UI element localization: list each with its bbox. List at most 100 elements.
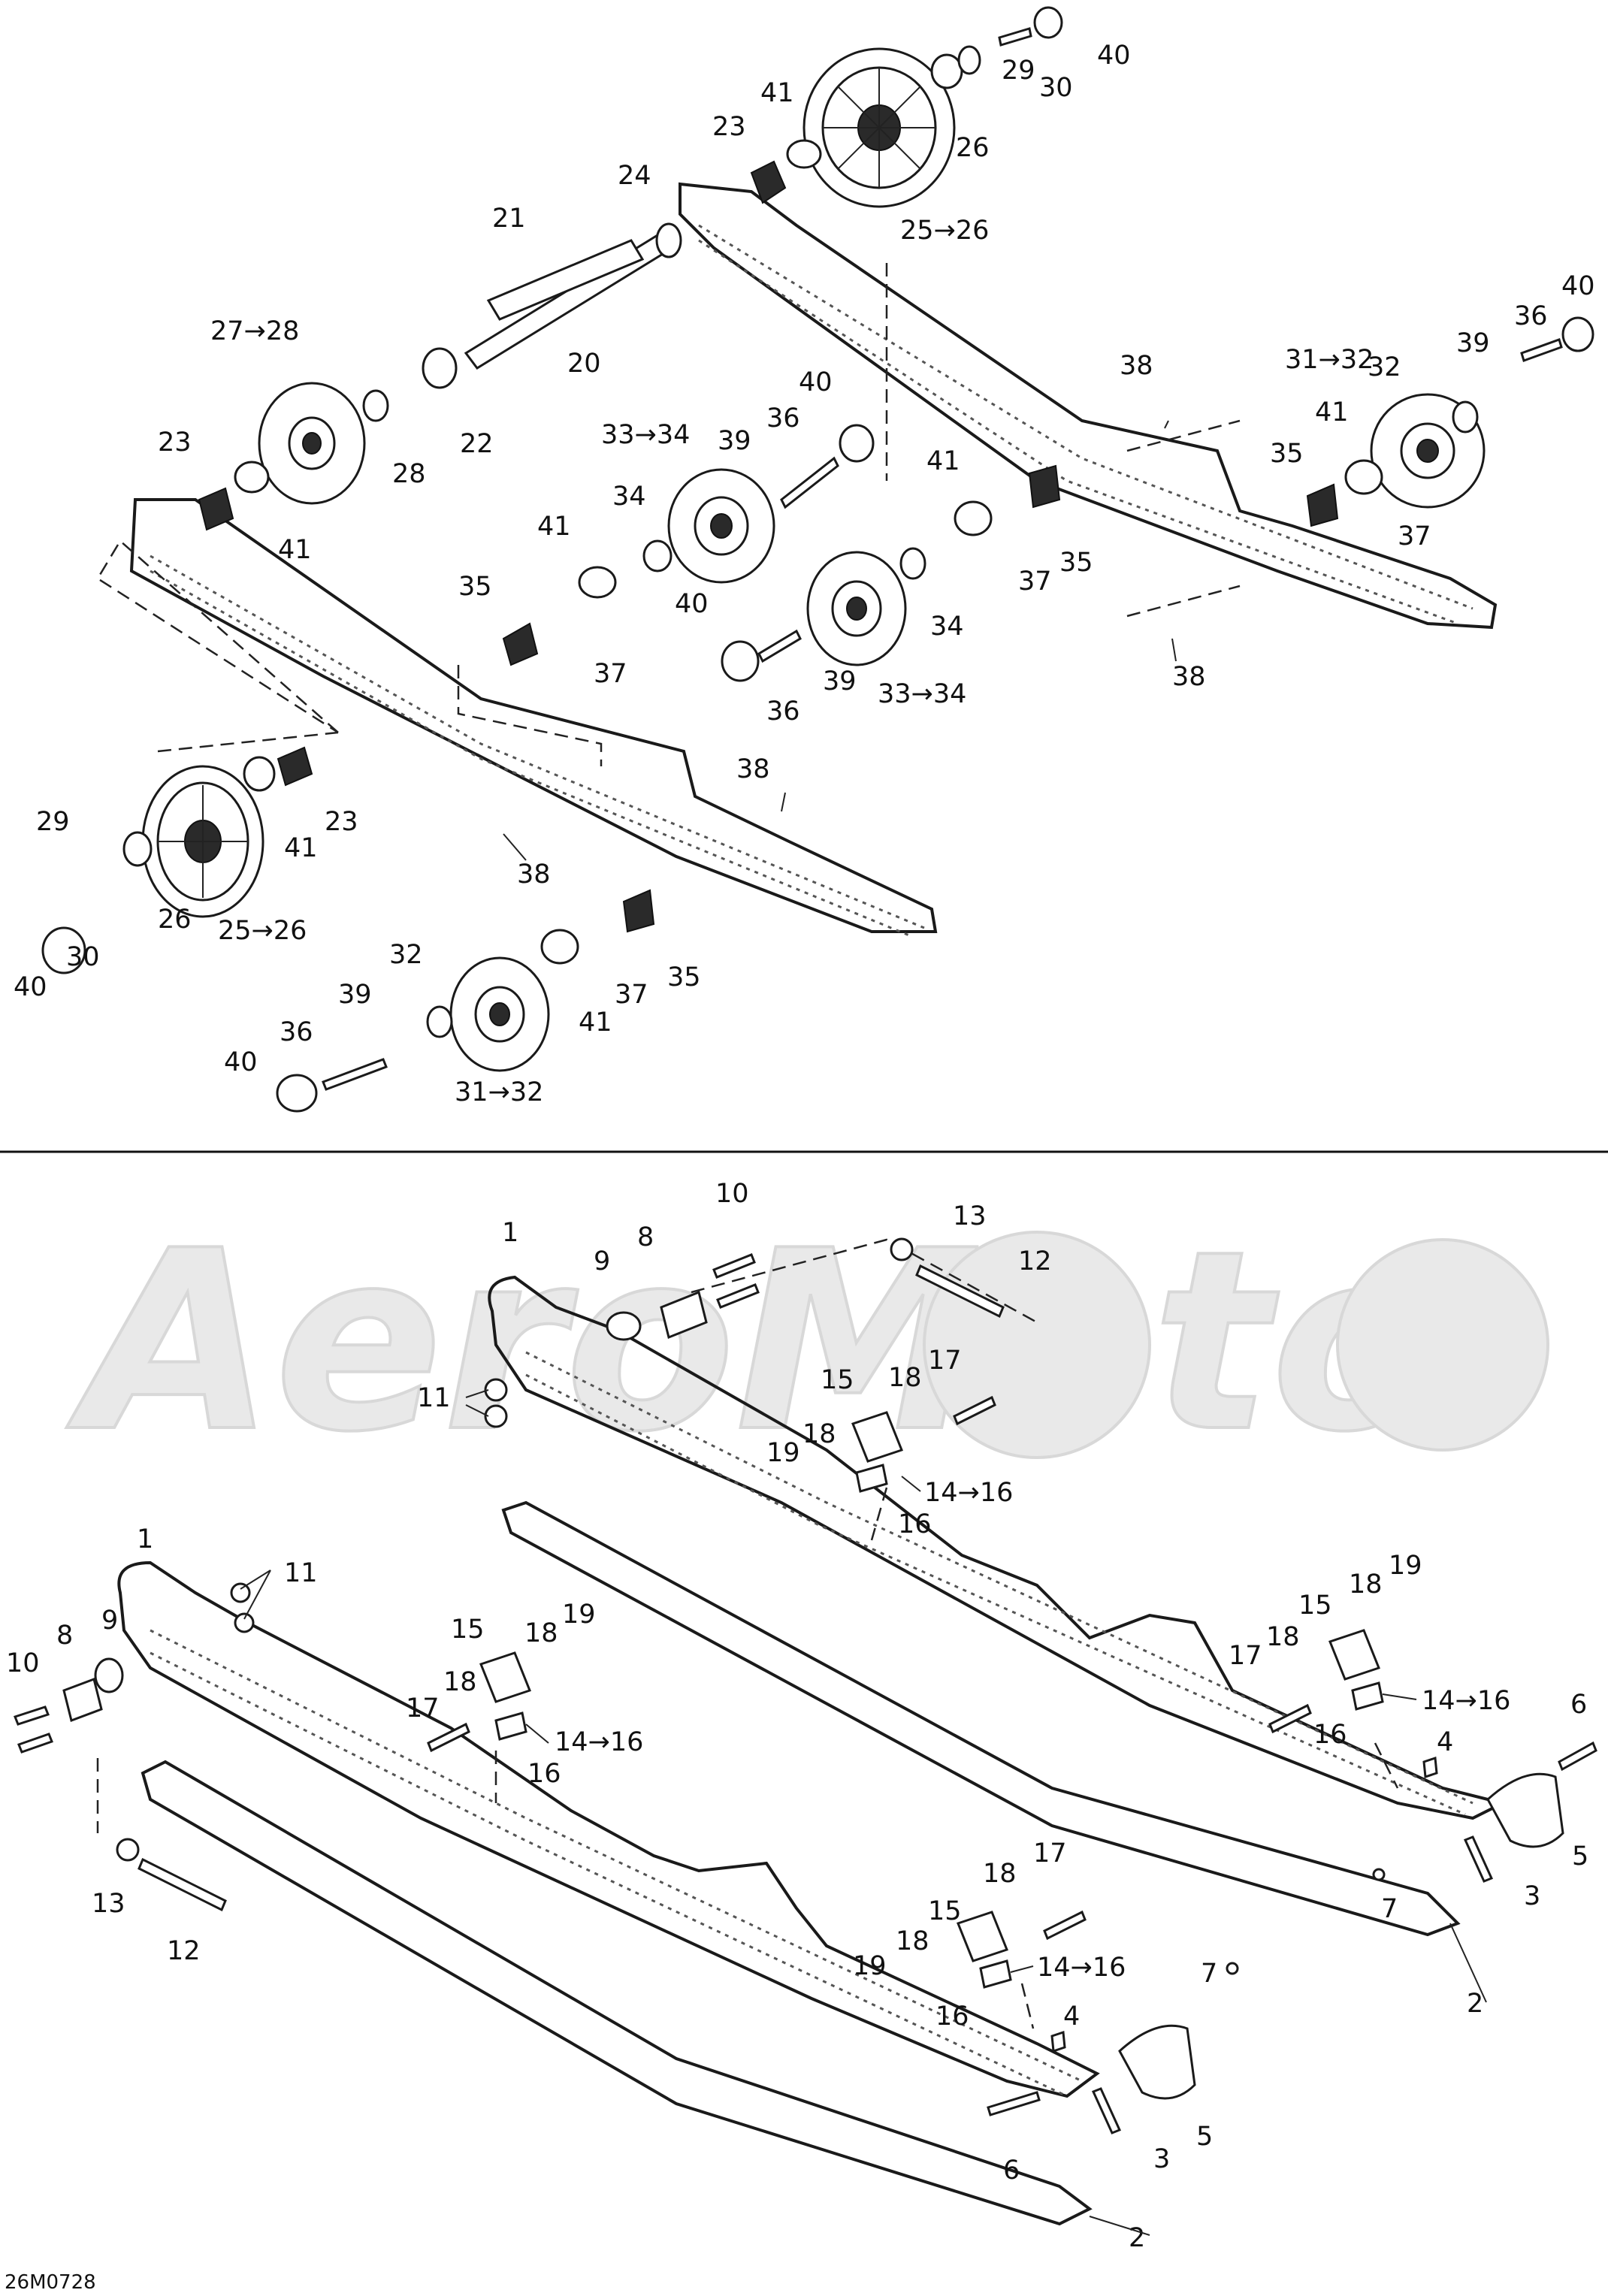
callout: 18: [524, 1618, 558, 1648]
callout: 17: [406, 1693, 440, 1724]
callout: 40: [799, 367, 833, 397]
callout: 35: [1270, 439, 1304, 469]
callout: 12: [1018, 1246, 1052, 1276]
cap-40-lower-left: [41, 926, 86, 974]
washer-41-center: [578, 566, 617, 599]
bearing-34-center: [642, 539, 673, 572]
callout: 16: [1313, 1720, 1347, 1750]
callout: 14→16: [1037, 1953, 1126, 1983]
bolt-36-center: [780, 456, 839, 509]
callout: 36: [280, 1017, 313, 1047]
callout: 36: [766, 696, 800, 727]
watermark-text: AeroMoto: [63, 1198, 1441, 1486]
callout: 7: [1201, 1959, 1217, 1989]
end-block-5-lower: [1118, 2024, 1196, 2100]
rivet-7-upper: [1372, 1868, 1386, 1881]
callout: 14→16: [924, 1478, 1013, 1508]
callout: 2: [1467, 1989, 1483, 2019]
bracket-35-bottom: [622, 889, 655, 933]
callout: 36: [1514, 301, 1548, 331]
bolt-36-lower: [757, 629, 802, 663]
bolt-10-upper-a: [712, 1253, 756, 1279]
callout: 14→16: [1422, 1686, 1510, 1716]
block-15-b: [479, 1651, 531, 1703]
callout: 1: [502, 1218, 518, 1248]
tube-21: [486, 239, 645, 321]
block-15-c: [1328, 1629, 1380, 1681]
axle-end-23-lower: [277, 746, 313, 787]
callout: 6: [1003, 2156, 1020, 2186]
callout: 10: [6, 1648, 40, 1678]
bracket-35-right: [1306, 483, 1339, 527]
callout: 17: [928, 1346, 962, 1376]
callout: 8: [637, 1222, 654, 1252]
nut-11-upper-a: [484, 1378, 508, 1402]
callout: 17: [1033, 1838, 1067, 1869]
callout: 13: [953, 1201, 987, 1231]
callout: 39: [338, 980, 372, 1010]
callout: 38: [1172, 662, 1206, 692]
cap-40-right: [1561, 316, 1594, 352]
bearing-26-top: [930, 53, 963, 89]
callout: 37: [594, 659, 627, 689]
spacer-9-lower: [94, 1657, 124, 1693]
callout: 38: [517, 859, 551, 890]
callout: 23: [712, 112, 746, 142]
cap-40-bottom: [276, 1074, 318, 1113]
callout: 18: [896, 1926, 929, 1956]
screw-17-a: [953, 1395, 996, 1426]
callout: 4: [1063, 2001, 1080, 2032]
callout: 18: [1349, 1569, 1383, 1600]
wheel-27: [258, 382, 366, 505]
upper-parts: [41, 6, 1594, 1113]
callout: 18: [983, 1859, 1017, 1889]
cap-40-center: [839, 424, 875, 463]
bolt-12-lower: [138, 1857, 227, 1912]
callout: 9: [594, 1246, 610, 1276]
nut-13-upper: [890, 1237, 914, 1261]
callout: 16: [898, 1509, 932, 1539]
washer-41-lower-left: [243, 756, 276, 792]
callout: 12: [167, 1936, 201, 1966]
bolt-12-upper: [915, 1264, 1005, 1319]
wheel-25-top: [802, 47, 956, 208]
callout: 8: [56, 1621, 73, 1651]
callout: 41: [537, 512, 571, 542]
washer-41-left: [234, 461, 270, 494]
callout: 14→16: [555, 1727, 643, 1757]
screw-17-d: [1043, 1910, 1087, 1941]
callout: 34: [930, 612, 964, 642]
rivet-7-lower: [1226, 1962, 1239, 1975]
callout: 38: [1120, 351, 1153, 381]
callout: 16: [527, 1759, 561, 1789]
bolt-10-lower-b: [17, 1733, 53, 1754]
callout: 28: [392, 459, 426, 489]
callout: 25→26: [218, 916, 307, 946]
bearing-32-right: [1452, 400, 1479, 434]
callout: 5: [1196, 2122, 1213, 2152]
nut-11-upper-b: [484, 1404, 508, 1428]
end-block-5-upper: [1486, 1772, 1564, 1848]
callout: 26: [158, 905, 192, 935]
callout: 30: [1039, 73, 1073, 103]
callouts-lower: 10 13 12 1 9 8 11 17 18 15 18 19 14→16 1…: [6, 1179, 1588, 2253]
callout: 9: [101, 1606, 118, 1636]
callout: 15: [821, 1365, 854, 1395]
watermark-wheel-right: [1336, 1238, 1549, 1452]
callout: 37: [1398, 521, 1431, 551]
callout: 2: [1129, 2223, 1145, 2253]
callout: 35: [667, 962, 701, 992]
nut-11-lower-b: [234, 1612, 255, 1633]
circlip-29-top: [957, 45, 981, 75]
callout: 15: [451, 1615, 485, 1645]
bracket-35-left: [502, 622, 539, 666]
callout: 13: [92, 1889, 125, 1919]
callout: 31→32: [1285, 345, 1374, 375]
aeromoto-watermark: AeroMoto: [62, 1196, 1549, 1488]
callout: 7: [1381, 1894, 1398, 1924]
washer-41-mid: [954, 500, 993, 536]
callout: 36: [766, 403, 800, 434]
callout: 40: [1561, 271, 1595, 301]
callout: 6: [1570, 1690, 1587, 1720]
bolt-10-upper-b: [716, 1283, 760, 1309]
